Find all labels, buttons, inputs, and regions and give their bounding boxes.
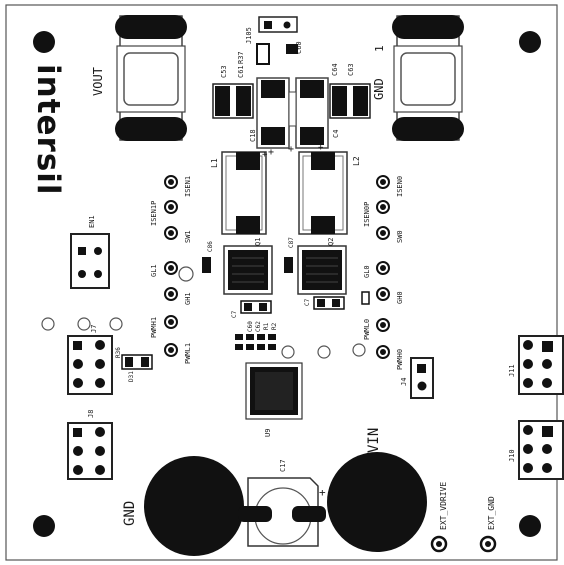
c7-label-left: C7 (231, 310, 238, 318)
pwmh1-label: PWMH1 (150, 317, 158, 338)
open-vias (41, 266, 366, 359)
r2-label: R2 (271, 322, 278, 330)
c86-part (202, 257, 211, 273)
en1-header (70, 233, 110, 289)
mounting-hole-bottom-left (33, 515, 55, 537)
ext-gnd-label: EXT_GND (487, 496, 496, 530)
c64-label: C64 (331, 63, 339, 76)
q1-label: Q1 (254, 238, 262, 246)
inductor-l1 (221, 151, 267, 235)
vout-label: VOUT (91, 67, 105, 96)
gl0-label: GL0 (363, 265, 371, 278)
gnd-terminal-top (392, 15, 464, 141)
gh1-label: GH1 (184, 292, 192, 305)
gl1-label: GL1 (150, 264, 158, 277)
c61-label: C61 (237, 65, 245, 78)
plus-l1: + (262, 150, 268, 160)
plus-l2: + (318, 143, 324, 153)
l1-label: L1 (210, 158, 219, 168)
c60b-label: C60 (247, 321, 254, 332)
ext-vdrive-label: EXT_VDRIVE (439, 482, 448, 530)
c18-label: C18 (249, 129, 257, 142)
vout-terminal (115, 15, 187, 141)
mounting-hole-top-right (519, 31, 541, 53)
intersil-logo: intersil (30, 64, 66, 196)
c17-label: C17 (279, 459, 287, 472)
c53-label: C53 (220, 65, 228, 78)
d31-label: D31 (128, 371, 135, 382)
isen1-label: ISEN1 (184, 176, 192, 197)
isen0p-label: ISEN0P (363, 202, 371, 227)
gnd-bottom-label: GND (122, 501, 138, 526)
j4-label: J4 (400, 378, 408, 386)
vin-label: VIN (366, 428, 382, 453)
gh0-label: GH0 (396, 291, 404, 304)
inductor-l2 (298, 151, 348, 235)
capacitor-c17 (238, 477, 326, 547)
vin-terminal (327, 452, 427, 552)
gnd-bottom-terminal (144, 456, 244, 556)
isen1p-label: ISEN1P (150, 201, 158, 226)
u9-label: U9 (264, 429, 272, 437)
c86-label: C86 (207, 241, 214, 252)
isen0-label: ISEN0 (396, 176, 404, 197)
c17-plus-mark: + (319, 486, 326, 499)
mosfet-q1 (223, 245, 273, 295)
j10-header (518, 420, 564, 480)
plus-mark-1: + (268, 147, 274, 158)
j105-label: J105 (245, 27, 253, 44)
mounting-hole-bottom-right (519, 515, 541, 537)
j8-header (67, 422, 113, 480)
r1-label: R1 (263, 322, 270, 330)
c87-label: C87 (288, 237, 295, 248)
c4-label: C4 (332, 130, 340, 138)
r37-label: R37 (237, 51, 245, 64)
pwml1-label: PWML1 (184, 343, 192, 364)
l2-label: L2 (352, 156, 361, 166)
output-capacitors (212, 77, 371, 149)
sw0-label: SW0 (396, 230, 404, 243)
c87-part (284, 257, 293, 273)
c63-label: C63 (347, 63, 355, 76)
gnd-top-label: GND (372, 78, 386, 100)
c60-label: C60 (295, 41, 303, 54)
c62-label: C62 (255, 321, 262, 332)
j7-header (67, 335, 113, 395)
q2-label: Q2 (327, 238, 335, 246)
j4-header (410, 357, 434, 399)
j10-label: J10 (508, 449, 516, 462)
gnd-top-mark: 1 (373, 45, 386, 52)
resistor-array (235, 334, 276, 350)
pwml0-label: PWML0 (363, 319, 371, 340)
j7-label: J7 (90, 325, 98, 333)
j11-label: J11 (508, 364, 516, 377)
plus-mark-2: + (288, 144, 294, 155)
mounting-hole-top-left (33, 31, 55, 53)
sw1-label: SW1 (184, 230, 192, 243)
r36-label: R36 (115, 347, 122, 358)
en1-label: EN1 (88, 215, 96, 228)
controller-ic-u9 (245, 362, 303, 420)
pwmh0-label: PWMH0 (396, 349, 404, 370)
mosfet-q2 (297, 245, 347, 295)
j11-header (518, 335, 564, 395)
c7-label-right: C7 (304, 298, 311, 306)
j8-label: J8 (87, 410, 95, 418)
